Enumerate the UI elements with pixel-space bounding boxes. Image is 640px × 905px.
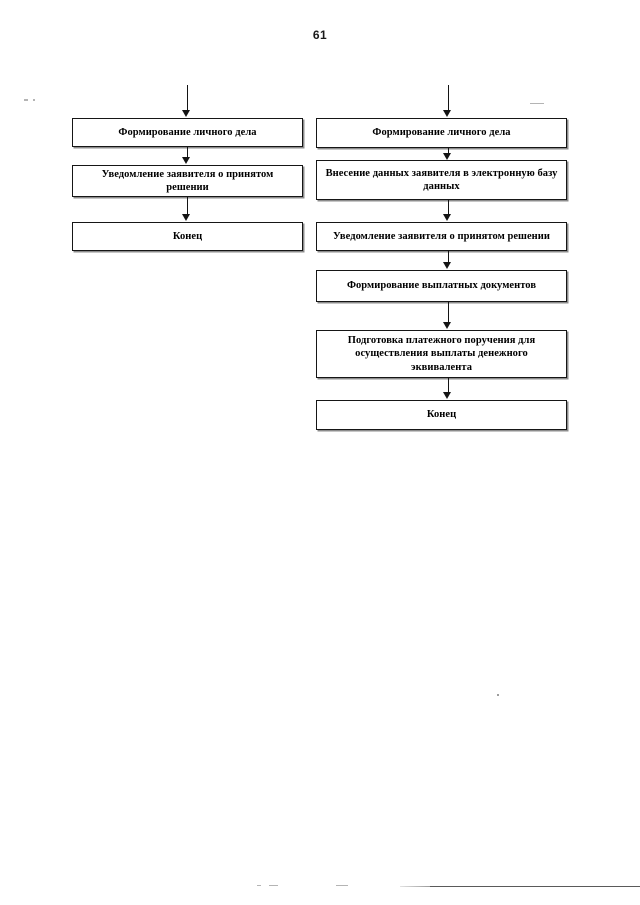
- arrowhead-inbound-right: [443, 110, 451, 117]
- flow-node-l3[interactable]: Конец: [72, 222, 303, 251]
- arrowhead-l2-l3: [182, 214, 190, 221]
- scan-artifact-bottom-dash-a: [257, 885, 261, 886]
- flow-node-r5-label: Подготовка платежного поручения для осущ…: [347, 334, 536, 373]
- flow-node-r3-label: Уведомление заявителя о принятом решении: [333, 230, 550, 242]
- arrowhead-l1-l2: [182, 157, 190, 164]
- scan-artifact-speck-center: [497, 694, 499, 696]
- flow-node-r2-label: Внесение данных заявителя в электронную …: [325, 167, 558, 193]
- flow-node-r2[interactable]: Внесение данных заявителя в электронную …: [316, 160, 567, 200]
- page-number: 61: [312, 28, 328, 42]
- arrowhead-r4-r5: [443, 322, 451, 329]
- flow-node-l1[interactable]: Формирование личного дела: [72, 118, 303, 147]
- flow-node-l2[interactable]: Уведомление заявителя о принятом решении: [72, 165, 303, 197]
- connector-r2-r3: [447, 200, 449, 215]
- connector-l2-l3: [186, 197, 188, 215]
- flow-node-l3-label: Конец: [172, 230, 203, 242]
- scan-artifact-bottom-rule: [430, 886, 640, 887]
- flow-node-r3[interactable]: Уведомление заявителя о принятом решении: [316, 222, 567, 251]
- arrowhead-r3-r4: [443, 262, 451, 269]
- flow-node-r6-label: Конец: [426, 409, 457, 421]
- connector-r3-r4: [447, 251, 449, 263]
- arrowhead-r1-r2: [443, 153, 451, 160]
- arrowhead-r5-r6: [443, 392, 451, 399]
- flow-node-l1-label: Формирование личного дела: [118, 126, 257, 138]
- scan-artifact-bottom-rule-fade: [400, 886, 430, 887]
- connector-inbound-left: [186, 85, 188, 111]
- connector-r4-r5: [447, 302, 449, 323]
- connector-l1-l2: [186, 147, 188, 158]
- arrowhead-r2-r3: [443, 214, 451, 221]
- scan-artifact-bottom-dash-b: [269, 885, 278, 886]
- flow-node-r1-label: Формирование личного дела: [372, 127, 511, 139]
- flow-node-l2-label: Уведомление заявителя о принятом решении: [101, 168, 274, 194]
- scan-artifact-speck-b: [33, 99, 35, 101]
- arrowhead-inbound-left: [182, 110, 190, 117]
- flow-node-r1[interactable]: Формирование личного дела: [316, 118, 567, 148]
- scan-artifact-top-dash-right: [530, 103, 544, 104]
- connector-r5-r6: [447, 378, 449, 393]
- connector-inbound-right: [447, 85, 449, 111]
- flow-node-r4[interactable]: Формирование выплатных документов: [316, 270, 567, 302]
- flow-node-r6[interactable]: Конец: [316, 400, 567, 430]
- scan-artifact-speck-a: [24, 99, 28, 101]
- scan-artifact-bottom-dash-c: [336, 885, 348, 886]
- flow-node-r5[interactable]: Подготовка платежного поручения для осущ…: [316, 330, 567, 378]
- flow-node-r4-label: Формирование выплатных документов: [346, 280, 537, 292]
- connector-r1-r2: [447, 148, 449, 155]
